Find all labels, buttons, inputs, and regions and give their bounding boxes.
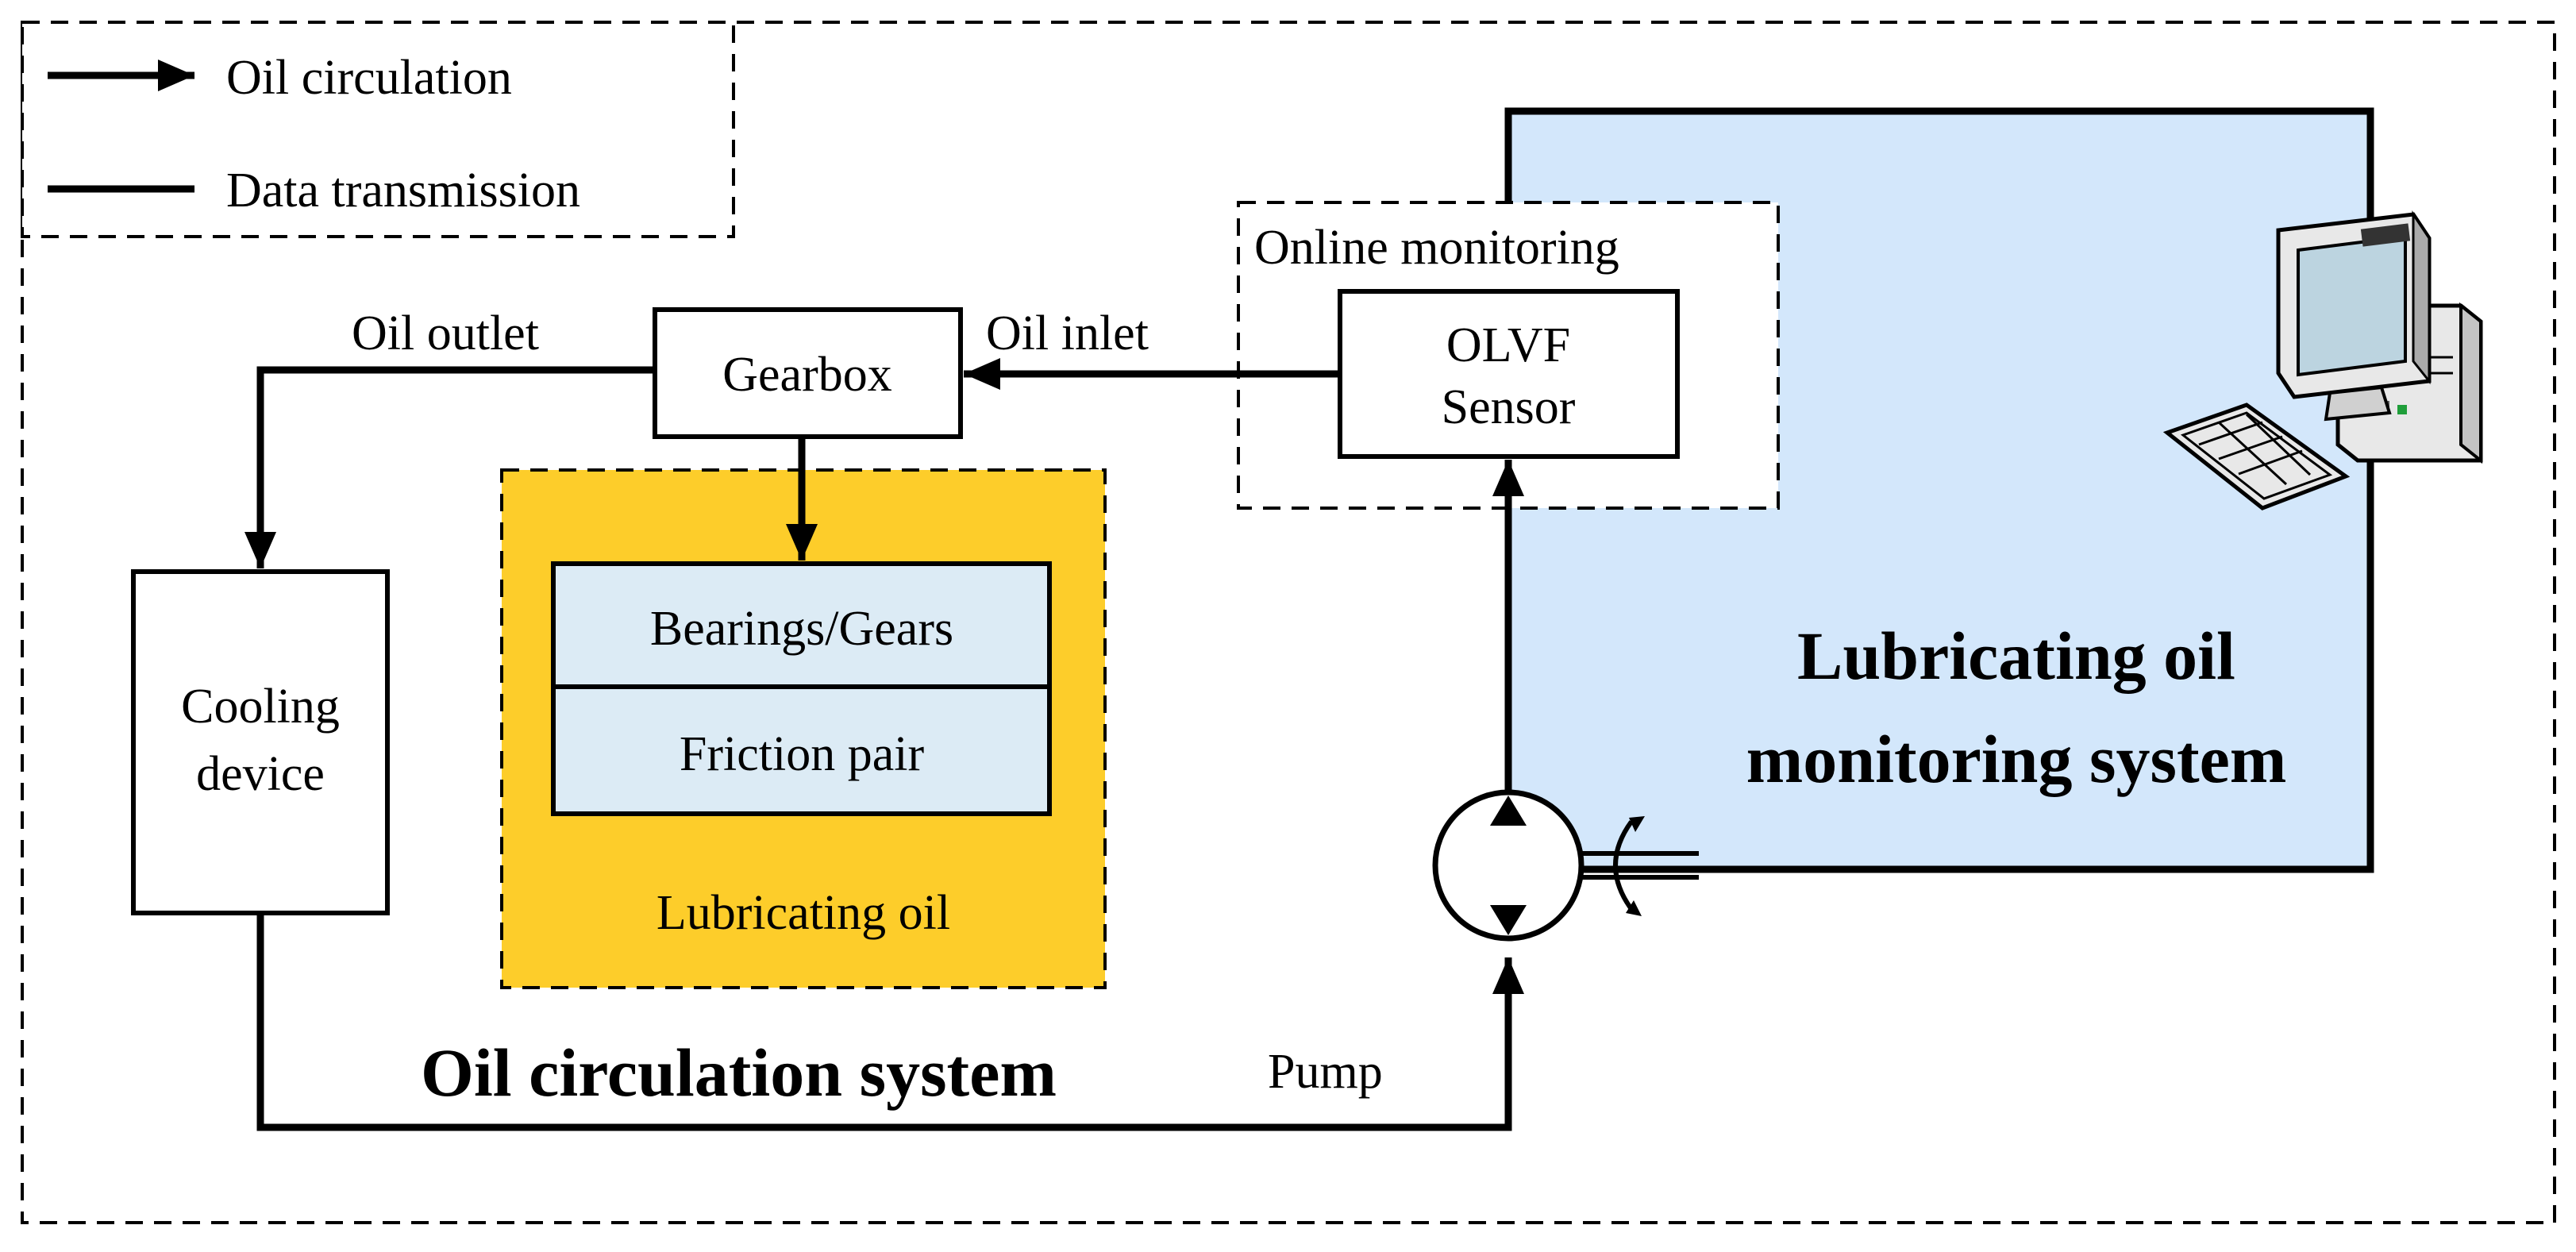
oil-outlet-label: Oil outlet [352,306,539,360]
cooling-device-label-line2: device [196,747,325,801]
bearings-gears-box [551,561,1052,689]
monitoring-system-title-line2: monitoring system [1746,721,2287,797]
bearings-gears-label: Bearings/Gears [650,602,953,656]
friction-pair-label: Friction pair [680,727,925,781]
cooling-device-label-line1: Cooling [181,680,340,734]
legend-frame [21,21,735,238]
olvf-sensor-label-line1: OLVF [1446,318,1570,372]
desktop-computer-icon [2162,210,2483,510]
oil-inlet-label: Oil inlet [986,306,1149,360]
outer-dashed-frame [21,21,2556,1224]
flow-arrow-cooling-to-pump [256,913,1524,1131]
flow-arrow-gearbox-to-cooling [245,366,655,568]
gearbox-box [653,307,963,439]
monitoring-system-title-line1: Lubricating oil [1797,618,2235,694]
legend-data-transmission-label: Data transmission [226,164,580,218]
friction-pair-box [551,684,1052,816]
olvf-sensor-label-line2: Sensor [1442,380,1576,434]
oil-flow-lines [245,358,1524,1131]
oil-circulation-system-title: Oil circulation system [421,1034,1057,1111]
gearbox-label: Gearbox [722,348,891,402]
lubricating-oil-label: Lubricating oil [657,886,950,940]
online-monitoring-label: Online monitoring [1254,221,1619,275]
legend: Oil circulation Data transmission [21,21,735,238]
pump-symbol-icon [1432,789,1699,942]
legend-oil-circulation-label: Oil circulation [226,51,512,105]
cooling-device-box [131,569,390,915]
pump-label: Pump [1268,1045,1383,1099]
